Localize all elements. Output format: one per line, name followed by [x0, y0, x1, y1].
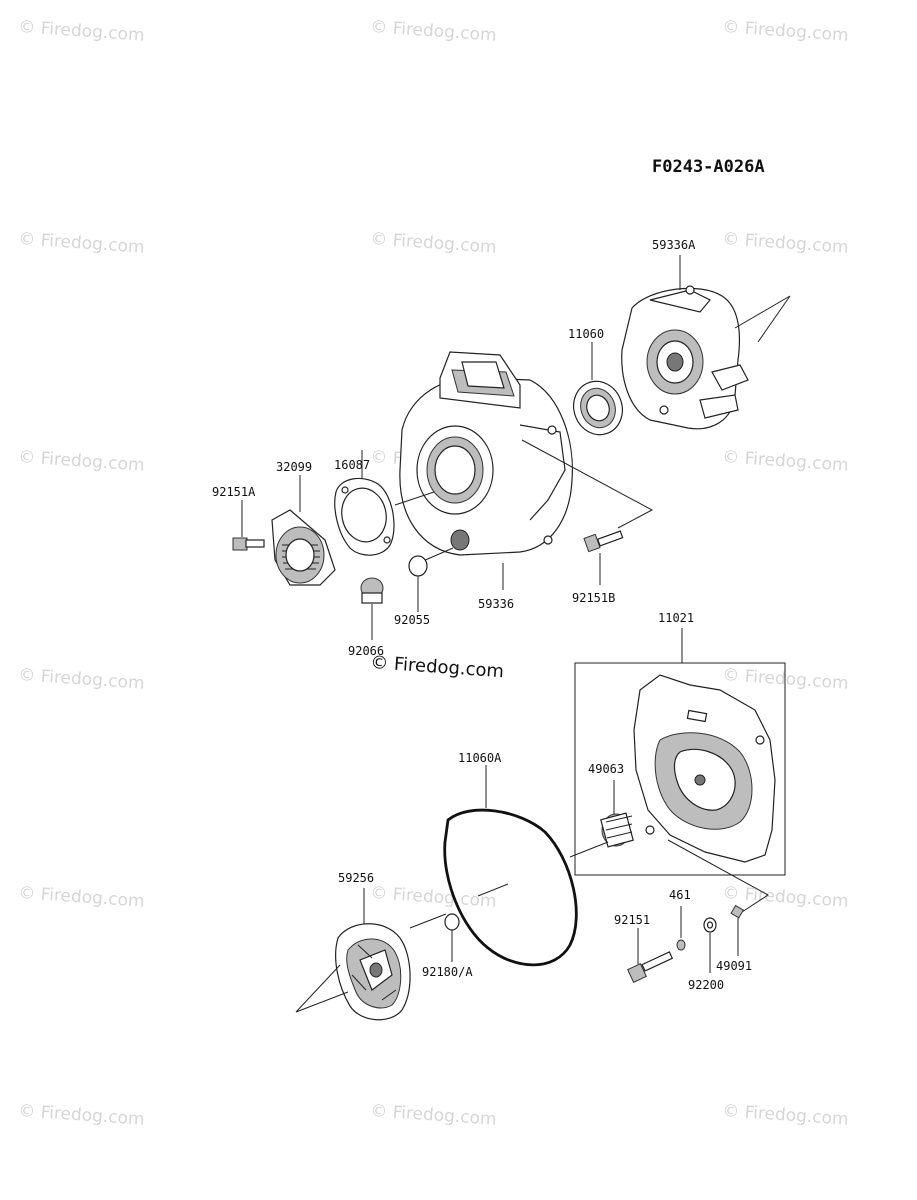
- part-label-92055: 92055: [394, 613, 430, 627]
- bolt-92151a-illustration: [232, 537, 265, 551]
- bolt-92151-illustration: [627, 951, 674, 983]
- watermark: © Firedog.com: [18, 17, 146, 46]
- watermark: © Firedog.com: [370, 1101, 498, 1130]
- part-label-92151: 92151: [614, 913, 650, 927]
- watermark: © Firedog.com: [370, 229, 498, 258]
- front-casing-illustration: [633, 674, 776, 863]
- washer-92200-illustration: [703, 917, 717, 933]
- watermark: © Firedog.com: [18, 229, 146, 258]
- watermark: © Firedog.com: [722, 447, 850, 476]
- part-label-11060a: 11060A: [458, 751, 502, 765]
- watermark: © Firedog.com: [370, 17, 498, 46]
- seal-49063-illustration: [600, 812, 634, 848]
- rear-cover-illustration: [621, 285, 749, 430]
- watermark: © Firedog.com: [370, 883, 498, 912]
- watermark: © Firedog.com: [722, 17, 850, 46]
- part-label-49091: 49091: [716, 959, 752, 973]
- seal-11060-illustration: [573, 380, 623, 436]
- watermark: © Firedog.com: [722, 883, 850, 912]
- part-label-32099: 32099: [276, 460, 312, 474]
- part-label-59256: 59256: [338, 871, 374, 885]
- washer-461-illustration: [676, 939, 686, 951]
- part-label-92151b: 92151B: [572, 591, 615, 605]
- part-label-59336a: 59336A: [652, 238, 696, 252]
- watermark: © Firedog.com: [18, 1101, 146, 1130]
- part-label-92200: 92200: [688, 978, 724, 992]
- diagram-code: F0243-A026A: [652, 157, 765, 177]
- assembly-box: [574, 662, 786, 876]
- washer-92180a-illustration: [444, 913, 460, 931]
- center-watermark: © Firedog.com: [370, 652, 505, 682]
- watermark: © Firedog.com: [18, 883, 146, 912]
- part-label-92066: 92066: [348, 644, 384, 658]
- watermark: © Firedog.com: [18, 665, 146, 694]
- part-label-49063: 49063: [588, 762, 624, 776]
- plug-92066-illustration: [360, 577, 384, 604]
- impeller-59256-illustration: [335, 923, 411, 1021]
- part-label-59336: 59336: [478, 597, 514, 611]
- part-label-92151a: 92151A: [212, 485, 256, 499]
- part-label-461: 461: [669, 888, 691, 902]
- watermark: © Firedog.com: [722, 229, 850, 258]
- part-label-92180a: 92180/A: [422, 965, 473, 979]
- bolt-92151b-illustration: [583, 530, 624, 553]
- oring-11060a-illustration: [443, 808, 578, 967]
- nut-49091-illustration: [730, 904, 745, 919]
- oring-92055-illustration: [408, 555, 428, 577]
- pipe-32099-illustration: [271, 509, 336, 586]
- watermark: © Firedog.com: [18, 447, 146, 476]
- watermark: © Firedog.com: [722, 1101, 850, 1130]
- part-label-11021: 11021: [658, 611, 694, 625]
- part-label-16087: 16087: [334, 458, 370, 472]
- gasket-16087-illustration: [334, 477, 395, 556]
- pump-casing-illustration: [399, 351, 573, 556]
- part-label-11060: 11060: [568, 327, 604, 341]
